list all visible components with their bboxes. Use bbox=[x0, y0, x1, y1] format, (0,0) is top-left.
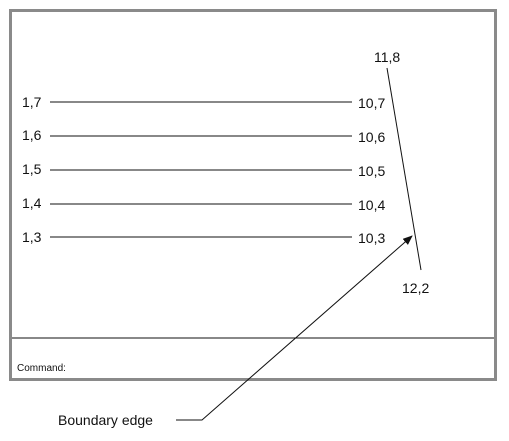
line-start-label: 1,6 bbox=[22, 127, 42, 143]
line-end-label: 10,4 bbox=[358, 197, 385, 213]
callout-leader-arrow bbox=[176, 235, 413, 421]
line-start-label: 1,7 bbox=[22, 94, 42, 110]
boundary-top-label: 11,8 bbox=[374, 49, 400, 65]
line-start-label: 1,3 bbox=[22, 229, 42, 245]
boundary-bottom-label: 12,2 bbox=[402, 280, 429, 296]
line-group: 1,7 10,7 1,6 10,6 1,5 10,5 1,4 10,4 1,3 … bbox=[22, 94, 385, 246]
boundary-edge-line[interactable] bbox=[386, 67, 422, 271]
line-end-label: 10,6 bbox=[358, 129, 385, 145]
callout-label: Boundary edge bbox=[58, 412, 153, 428]
line-start-label: 1,4 bbox=[22, 195, 42, 211]
boundary-callout: Boundary edge bbox=[58, 235, 413, 428]
line-start-label: 1,5 bbox=[22, 161, 42, 177]
line-end-label: 10,5 bbox=[358, 163, 385, 179]
line-end-label: 10,3 bbox=[358, 230, 385, 246]
boundary-edge-group: 11,8 12,2 bbox=[374, 49, 429, 296]
line-end-label: 10,7 bbox=[358, 95, 385, 111]
command-prompt[interactable]: Command: bbox=[17, 363, 66, 374]
drawing-window bbox=[9, 9, 497, 381]
